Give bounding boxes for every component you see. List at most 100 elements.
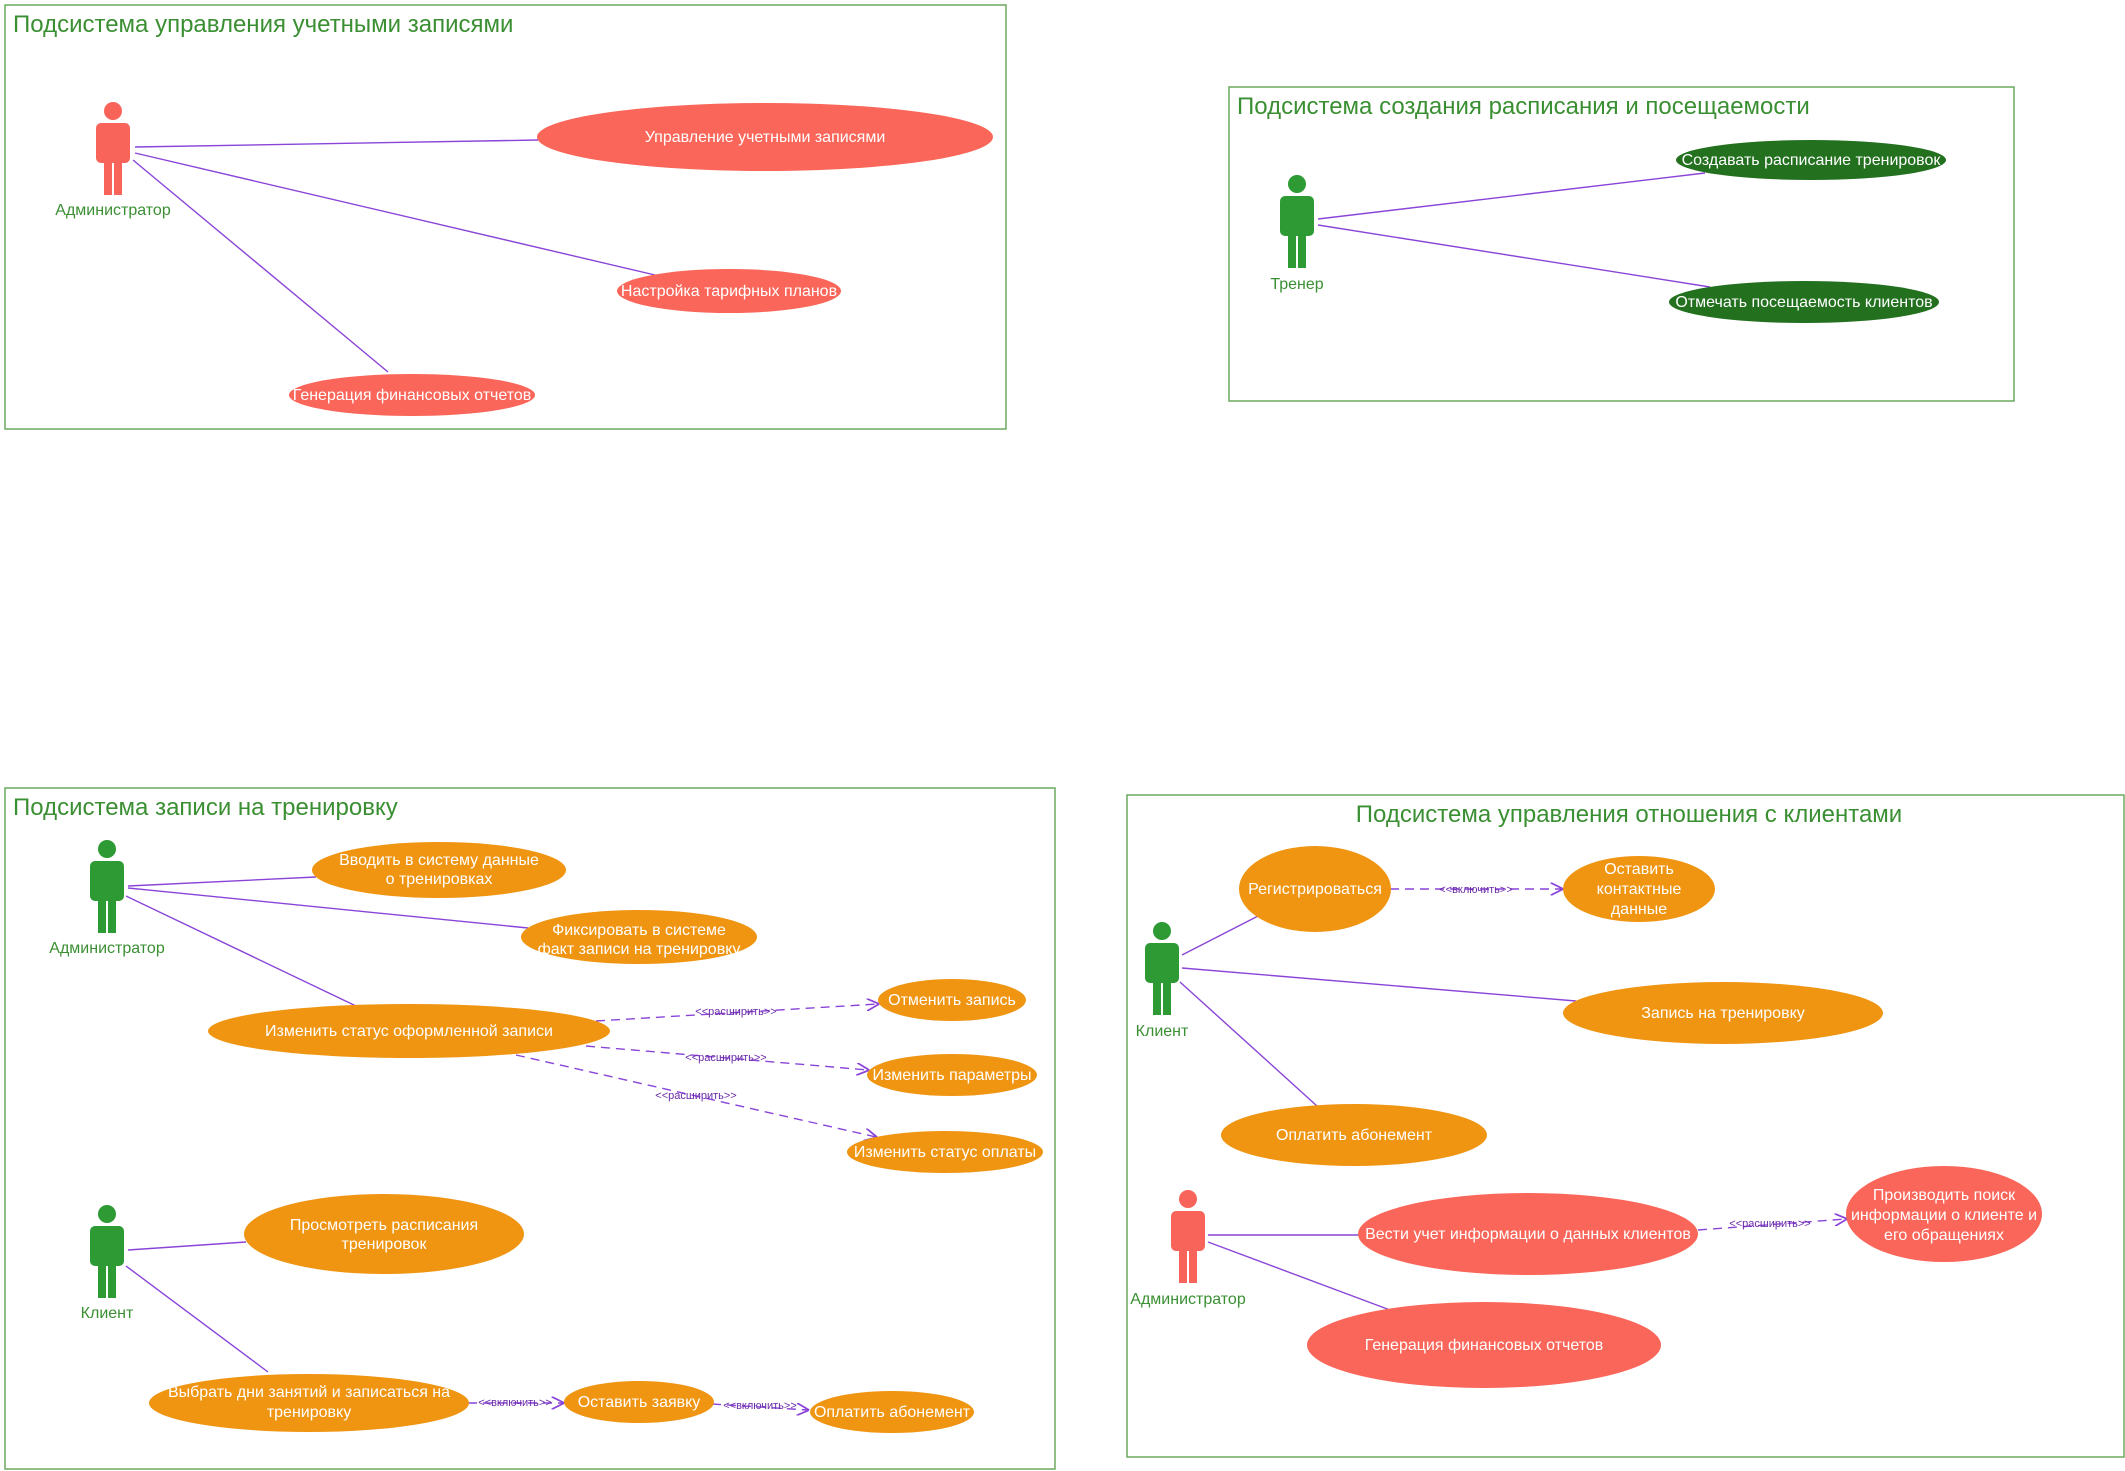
actor-label: Администратор	[1130, 1291, 1246, 1308]
subsystem-booking: Подсистема записи на тренировку <<расшир…	[4, 787, 1056, 1470]
include-label: <<включить>>	[723, 1400, 797, 1412]
actor-label: Администратор	[55, 202, 171, 219]
use-case-pay-subscription[interactable]: Оплатить абонемент	[810, 1391, 974, 1433]
use-case-enter-training-data[interactable]: Вводить в систему данные о тренировках	[312, 842, 566, 898]
actor-icon	[90, 1205, 124, 1298]
use-case-label: Изменить параметры	[872, 1067, 1031, 1084]
use-case-label: информации о клиенте и	[1851, 1207, 2037, 1224]
use-case-label: данные	[1611, 901, 1667, 918]
actor-icon	[1280, 175, 1314, 268]
association-line	[134, 152, 656, 276]
use-case-create-schedule[interactable]: Создавать расписание тренировок	[1676, 140, 1946, 180]
use-case-cancel-booking[interactable]: Отменить запись	[878, 979, 1026, 1021]
use-case-label: Выбрать дни занятий и записаться на	[168, 1384, 450, 1401]
association-line	[1317, 224, 1711, 288]
use-case-label: факт записи на тренировку	[538, 941, 741, 958]
use-case-ellipse	[1846, 1166, 2042, 1262]
use-case-change-payment-status[interactable]: Изменить статус оплаты	[847, 1131, 1043, 1173]
use-case-label: о тренировках	[386, 871, 493, 888]
subsystem-schedule: Подсистема создания расписания и посещае…	[1228, 86, 2015, 402]
subsystem-frame	[4, 4, 1007, 430]
association-line	[127, 1241, 247, 1251]
extend-arrow	[1697, 1219, 1846, 1231]
include-arrow	[711, 1404, 808, 1410]
use-case-ellipse	[312, 842, 566, 898]
association-line	[127, 876, 317, 887]
use-case-view-schedules[interactable]: Просмотреть расписания тренировок	[244, 1194, 524, 1274]
actor-administrator[interactable]: Администратор	[1130, 1190, 1246, 1308]
use-case-ellipse	[244, 1194, 524, 1274]
actor-client[interactable]: Клиент	[1136, 922, 1189, 1040]
use-case-label: Оставить	[1604, 861, 1674, 878]
use-case-label: Управление учетными записями	[645, 129, 886, 146]
use-case-register[interactable]: Регистрироваться	[1239, 846, 1391, 932]
use-case-ellipse	[208, 1004, 610, 1058]
use-case-ellipse	[810, 1391, 974, 1433]
association-line	[1181, 914, 1261, 956]
use-case-ellipse	[1676, 140, 1946, 180]
subsystem-crm: Подсистема управления отношения с клиент…	[1126, 794, 2125, 1458]
use-case-pay-subscription[interactable]: Оплатить абонемент	[1221, 1104, 1487, 1166]
use-case-tariff-settings[interactable]: Настройка тарифных планов	[617, 269, 841, 313]
association-line	[1207, 1241, 1391, 1311]
use-case-label: Создавать расписание тренировок	[1682, 152, 1942, 169]
use-case-ellipse	[1239, 846, 1391, 932]
use-case-ellipse	[289, 374, 535, 416]
use-case-client-search[interactable]: Производить поиск информации о клиенте и…	[1846, 1166, 2042, 1262]
use-case-ellipse	[1358, 1193, 1698, 1275]
use-case-manage-accounts[interactable]: Управление учетными записями	[537, 103, 993, 171]
use-case-label: Вводить в систему данные	[339, 852, 539, 869]
use-case-record-signup[interactable]: Фиксировать в системе факт записи на тре…	[521, 910, 757, 964]
use-case-label: Вести учет информации о данных клиентов	[1365, 1226, 1691, 1243]
actor-client[interactable]: Клиент	[81, 1205, 134, 1322]
use-case-label: тренировку	[267, 1404, 351, 1421]
use-case-leave-request[interactable]: Оставить заявку	[564, 1381, 714, 1423]
use-case-label: его обращениях	[1884, 1227, 2004, 1244]
extend-label: <<расширить>>	[695, 1006, 776, 1018]
use-case-label: тренировок	[342, 1236, 428, 1253]
association-line	[127, 887, 529, 929]
use-case-leave-contacts[interactable]: Оставить контактные данные	[1563, 856, 1715, 922]
use-case-label: Отменить запись	[888, 992, 1016, 1009]
actor-administrator[interactable]: Администратор	[55, 102, 171, 219]
use-case-label: Оплатить абонемент	[1276, 1127, 1433, 1144]
use-case-label: Настройка тарифных планов	[621, 283, 837, 300]
actor-trainer[interactable]: Тренер	[1270, 175, 1324, 293]
use-case-ellipse	[537, 103, 993, 171]
use-case-financial-reports[interactable]: Генерация финансовых отчетов	[1307, 1302, 1661, 1388]
use-case-label: Производить поиск	[1873, 1187, 2016, 1204]
use-case-ellipse	[867, 1054, 1037, 1096]
actor-icon	[1145, 922, 1179, 1015]
use-case-change-status[interactable]: Изменить статус оформленной записи	[208, 1004, 610, 1058]
extend-label: <<расширить>>	[1729, 1218, 1810, 1230]
association-line	[125, 895, 357, 1007]
use-case-training-signup[interactable]: Запись на тренировку	[1563, 982, 1883, 1044]
use-case-label: Оставить заявку	[578, 1394, 701, 1411]
use-case-label: Отмечать посещаемость клиентов	[1675, 294, 1932, 311]
include-label: <<включить>>	[1439, 884, 1513, 896]
use-case-label: Генерация финансовых отчетов	[293, 387, 532, 404]
actor-label: Клиент	[81, 1305, 134, 1322]
association-line	[1317, 172, 1706, 220]
use-case-ellipse	[847, 1131, 1043, 1173]
use-case-choose-days[interactable]: Выбрать дни занятий и записаться на трен…	[149, 1374, 469, 1432]
actor-administrator[interactable]: Администратор	[49, 840, 165, 957]
use-case-ellipse	[1307, 1302, 1661, 1388]
use-case-label: Изменить статус оформленной записи	[265, 1023, 553, 1040]
extend-arrow	[515, 1054, 876, 1137]
use-case-financial-reports[interactable]: Генерация финансовых отчетов	[289, 374, 535, 416]
actor-icon	[1171, 1190, 1205, 1283]
use-case-label: Изменить статус оплаты	[854, 1144, 1036, 1161]
actor-label: Администратор	[49, 940, 165, 957]
association-line	[1179, 981, 1318, 1107]
use-case-mark-attendance[interactable]: Отмечать посещаемость клиентов	[1669, 281, 1939, 323]
use-case-ellipse	[1669, 281, 1939, 323]
actor-label: Клиент	[1136, 1023, 1189, 1040]
subsystem-frame	[4, 787, 1056, 1470]
use-case-label: Запись на тренировку	[1641, 1005, 1805, 1022]
use-case-client-records[interactable]: Вести учет информации о данных клиентов	[1358, 1193, 1698, 1275]
use-case-label: Генерация финансовых отчетов	[1365, 1337, 1604, 1354]
use-case-change-params[interactable]: Изменить параметры	[867, 1054, 1037, 1096]
use-case-ellipse	[1563, 856, 1715, 922]
